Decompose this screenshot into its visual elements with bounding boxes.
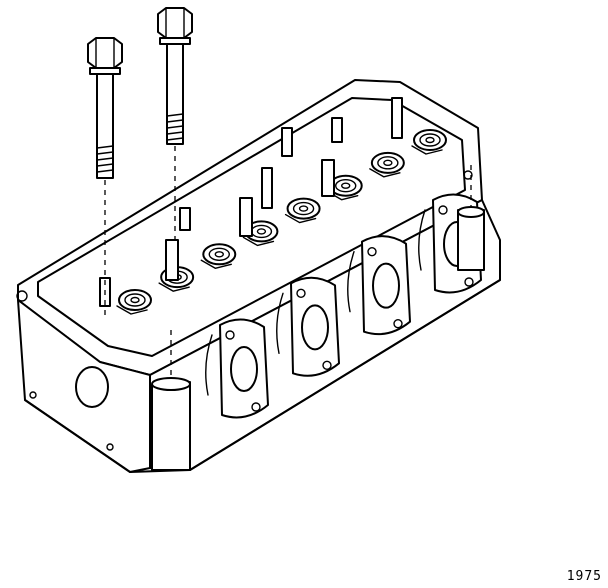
rocker-stud xyxy=(331,117,343,143)
valve-spring xyxy=(200,243,237,269)
end-face-bore xyxy=(75,366,109,408)
rear-stud-post xyxy=(457,209,485,271)
bolt-head xyxy=(87,37,123,69)
valve-spring xyxy=(116,289,152,315)
valve-spring xyxy=(369,151,405,178)
rocker-stud xyxy=(391,97,403,139)
rocker-stud xyxy=(281,127,293,157)
hex-head-bolt-icon xyxy=(87,37,123,320)
bolt-thread xyxy=(166,113,184,141)
hex-head-bolt-icon xyxy=(157,7,193,245)
front-stud-post xyxy=(151,165,485,471)
corner-boss xyxy=(463,170,473,180)
bolt-shank xyxy=(96,73,114,179)
rocker-stud xyxy=(239,197,253,237)
intake-port-flange xyxy=(347,235,411,336)
rocker-rail xyxy=(37,97,466,357)
rocker-stud xyxy=(165,239,179,281)
rocker-stud xyxy=(179,207,191,231)
rear-stud-post-top xyxy=(457,206,485,218)
figure-number: 1975 xyxy=(566,569,602,584)
intake-port-flange xyxy=(276,276,340,377)
stud-post-top xyxy=(151,377,191,391)
bolt-shank xyxy=(166,43,184,145)
bolt-head xyxy=(157,7,193,39)
stud-post-body xyxy=(151,381,191,471)
valve-spring xyxy=(284,197,321,224)
corner-boss xyxy=(29,391,37,399)
valve-spring xyxy=(411,129,447,155)
valve-spring xyxy=(327,174,363,201)
rocker-stud xyxy=(321,159,335,197)
corner-boss xyxy=(16,290,28,302)
intake-port-flange xyxy=(205,318,269,419)
corner-boss xyxy=(106,443,114,451)
bolt-thread xyxy=(96,145,114,173)
rocker-stud xyxy=(261,167,273,209)
